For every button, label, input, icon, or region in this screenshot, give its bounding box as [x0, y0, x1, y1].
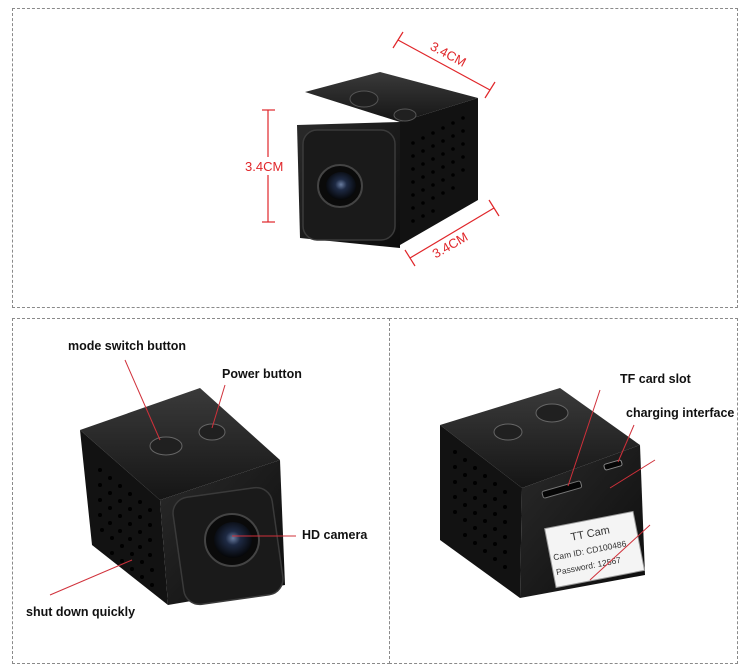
top-camera-image [297, 72, 478, 248]
top-panel [12, 8, 738, 308]
right-panel [389, 318, 738, 664]
label-shut-down-quickly: shut down quickly [26, 605, 136, 619]
label-hd-camera: HD camera [302, 528, 368, 542]
back-camera-image: TT Cam Cam ID: CD100486 Password: 12567 [440, 388, 646, 598]
label-mode-switch-button: mode switch button [68, 339, 187, 353]
dimension-height: 3.4CM [245, 159, 283, 174]
dimension-top-width: 3.4CM [428, 38, 469, 69]
label-charging-interface: charging interface [626, 406, 735, 420]
label-power-button: Power button [222, 367, 302, 381]
pointer-lines-right [567, 389, 656, 581]
pointer-lines-left [49, 359, 296, 596]
label-tf-card-slot: TF card slot [620, 372, 691, 386]
front-camera-image [80, 388, 285, 606]
